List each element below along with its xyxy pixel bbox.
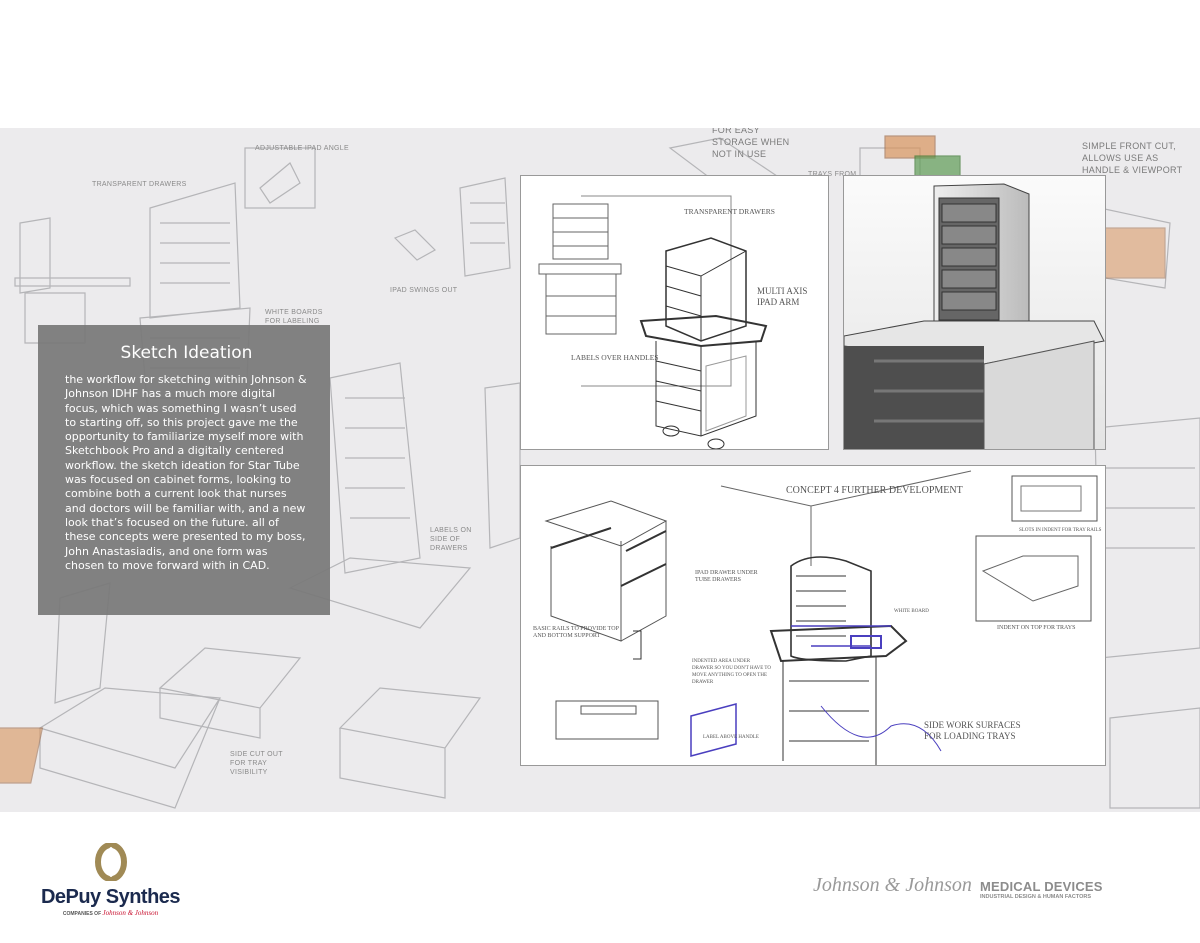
label-indented-area: Indented area under drawer so you don't … xyxy=(692,659,771,685)
cad-render-panel xyxy=(843,175,1106,450)
label-indent-top: Indent on top for trays xyxy=(997,625,1076,631)
note-ipad-swings: iPad swings out xyxy=(390,287,458,294)
label-slots: Slots in indent for tray rails xyxy=(1019,528,1102,533)
medical-devices-logo: MEDICAL DEVICES INDUSTRIAL DESIGN & HUMA… xyxy=(980,879,1103,900)
label-ipad-arm: Multi axis iPad arm xyxy=(757,286,808,307)
depuy-name: DePuy Synthes xyxy=(40,886,181,908)
label-white-board: White board xyxy=(894,609,929,614)
section-body: the workflow for sketching within Johnso… xyxy=(65,373,307,572)
tagline-brand: Johnson & Johnson xyxy=(102,909,159,917)
depuy-emblem-icon xyxy=(94,842,127,882)
label-side-work: Side work surfaces for loading trays xyxy=(924,720,1021,741)
concept-4-sketch xyxy=(544,470,1098,765)
note-side-cut: Side cut out for tray visibility xyxy=(230,751,283,776)
label-transparent-drawers: Transparent drawers xyxy=(684,207,775,216)
note-transparent-drawers: Transparent drawers xyxy=(92,181,187,188)
sketch-ideation-panel: Sketch Ideation the workflow for sketchi… xyxy=(38,325,330,615)
cad-render xyxy=(844,183,1105,449)
cart-sketch xyxy=(538,195,768,449)
note-adjustable-ipad: Adjustable iPad angle xyxy=(255,145,349,152)
sketch-panel-cart-concept: Transparent drawers Multi axis iPad arm … xyxy=(520,175,829,450)
background-sketches xyxy=(0,135,1200,809)
sketch-panel-concept-4: Concept 4 further development Basic rail… xyxy=(520,465,1106,766)
note-simple-front-cut: Simple front cut, allows use as handle &… xyxy=(1082,141,1183,175)
label-above-handle: Label above handle xyxy=(703,735,759,740)
note-trays-from: Trays from xyxy=(808,171,857,178)
note-easy-storage: For easy storage when not in use xyxy=(712,128,790,159)
tagline-text: COMPANIES OF xyxy=(62,911,102,917)
note-white-boards: White boards for labeling xyxy=(265,309,323,325)
note-labels-side: Labels on side of drawers xyxy=(430,527,472,552)
depuy-tagline: COMPANIES OF Johnson & Johnson xyxy=(38,909,183,917)
jj-logo: Johnson & Johnson xyxy=(813,874,972,896)
label-basic-rails: Basic rails to provide top and bottom su… xyxy=(533,626,619,639)
label-labels-over-handles: Labels over handles xyxy=(571,353,659,362)
division-name: MEDICAL DEVICES xyxy=(980,879,1103,894)
concept-4-title: Concept 4 further development xyxy=(786,485,963,496)
depuy-synthes-logo: DePuy Synthes COMPANIES OF Johnson & Joh… xyxy=(38,842,183,917)
section-title: Sketch Ideation xyxy=(120,343,253,363)
subdivision-name: INDUSTRIAL DESIGN & HUMAN FACTORS xyxy=(980,894,1092,900)
label-ipad-drawer: iPad drawer under tube drawers xyxy=(695,570,758,583)
